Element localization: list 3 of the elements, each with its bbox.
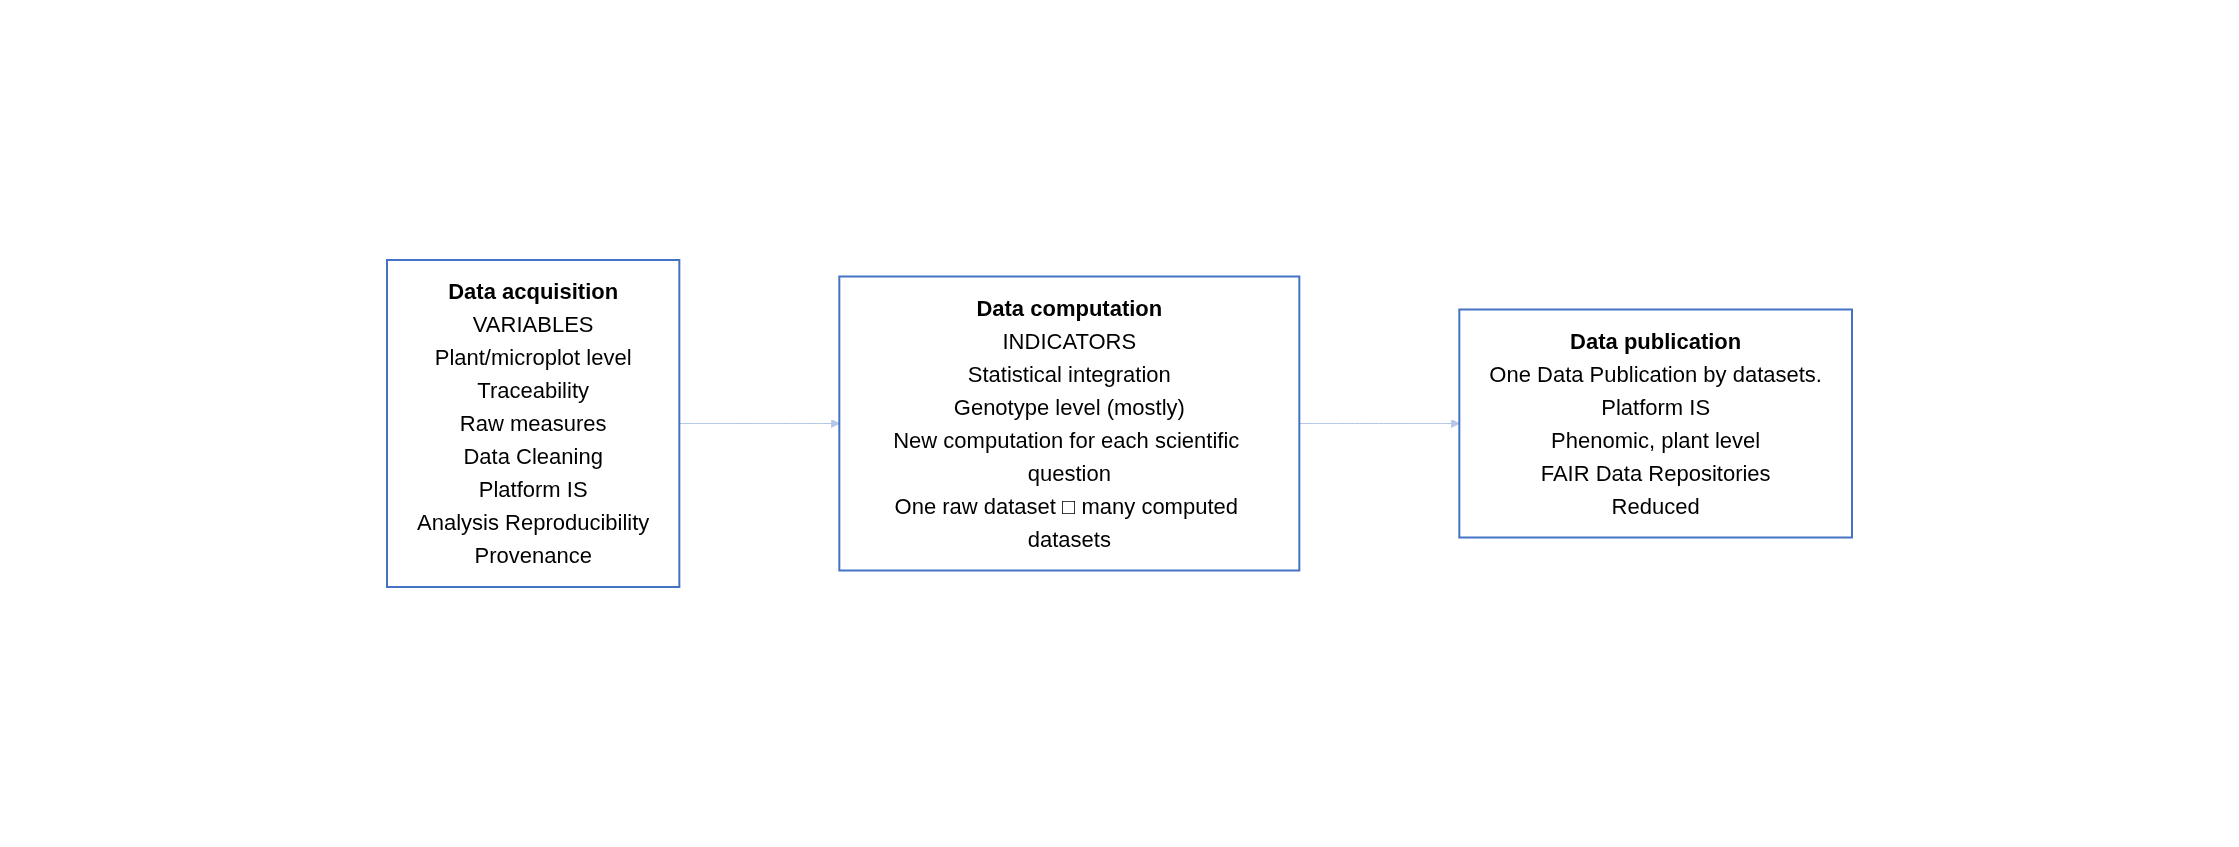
node-box: Data acquisition VARIABLES Plant/microplot level Traceability Raw measures Data Cleaning Platform IS Analysis Reproducibility Provenance (386, 259, 681, 588)
node-box: Data publication One Data Publication by datasets. Platform IS Phenomic, plant level FAIR Data Repositories Reduced (1458, 308, 1853, 539)
node-box: Data computation INDICATORS Statistical integration Genotype level (mostly) New computation for each scientific question One raw dataset □ many computed datasets (838, 275, 1301, 572)
